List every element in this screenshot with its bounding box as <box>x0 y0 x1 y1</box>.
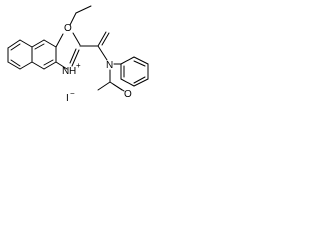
vinyl-linker <box>79 31 110 61</box>
ring-oxygen-label: O <box>64 23 72 34</box>
naphthalene-left-ring <box>7 39 33 70</box>
iodide-label: I <box>66 93 69 104</box>
ring-nitrogen-h-label: H <box>69 66 76 77</box>
ring-nitrogen-label: N <box>62 66 69 77</box>
amide-nitrogen-label: N <box>106 60 113 71</box>
chemical-structure-diagram: O N H + N O I − <box>7 5 149 104</box>
carbonyl-oxygen-label: O <box>124 89 132 100</box>
iodide-charge-label: − <box>70 89 75 98</box>
positive-charge-label: + <box>76 61 81 70</box>
ethoxy-group <box>69 5 92 26</box>
phenyl-ring <box>120 56 149 87</box>
naphthalene-right-ring <box>31 39 57 70</box>
oxazolium-ring <box>55 32 81 70</box>
acetyl-group <box>97 69 125 92</box>
